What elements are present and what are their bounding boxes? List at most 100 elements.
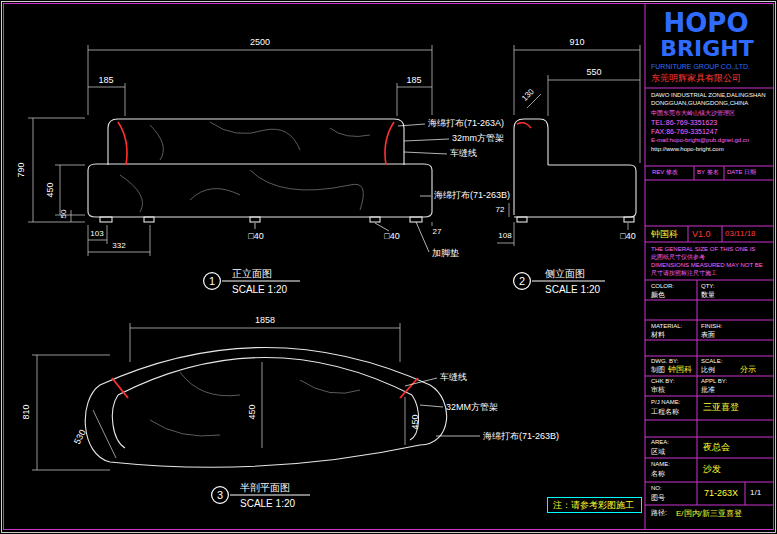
front-sofa	[88, 119, 432, 222]
drawing-frame	[645, 280, 774, 281]
table-cell: V1.0	[692, 229, 711, 239]
contact: TEL:86-769-3351623	[651, 119, 717, 127]
contact: http://www.hopo-bright.com	[651, 146, 724, 153]
dimension: 450	[410, 414, 420, 429]
company-logo: HOPO	[663, 9, 748, 39]
dimension: 2500	[250, 37, 270, 47]
dimension-lines	[400, 323, 401, 362]
side-sofa	[624, 217, 634, 222]
dimension-lines	[130, 328, 400, 329]
dimension: 450	[45, 182, 55, 197]
table-cell: E/国内/新三亚喜登	[676, 509, 742, 518]
table-cell: DWG. BY:	[651, 358, 678, 365]
view-number-circle: 2	[513, 272, 531, 290]
drawing-frame	[4, 4, 774, 530]
front-sofa	[100, 217, 112, 222]
table-cell: APPL BY:	[701, 378, 727, 385]
callout-text: 32MM方管架	[446, 402, 498, 412]
dimension: 332	[112, 241, 125, 250]
view-title: 侧立面图	[545, 268, 585, 280]
dimension: 530	[72, 428, 88, 446]
leader-lines	[416, 222, 429, 252]
dimension-lines	[262, 362, 263, 448]
table-cell: 比例	[701, 366, 715, 374]
address: DAWO INDUSTRIAL ZONE,DALINGSHAN	[651, 92, 766, 99]
dimension: 790	[16, 162, 26, 177]
table-cell: FINISH:	[701, 323, 722, 330]
front-sofa	[370, 217, 380, 222]
dimension: 810	[21, 404, 31, 419]
drawing-frame	[645, 242, 774, 243]
dimension-lines	[88, 87, 125, 88]
table-cell: 数量	[701, 291, 715, 299]
dimension: 108	[498, 231, 511, 240]
callout-text: 车缝线	[440, 372, 467, 382]
drawing-frame	[688, 226, 689, 242]
table-cell: 03/11/18	[725, 229, 756, 238]
plan-sofa	[112, 395, 125, 448]
table-cell: P/J NAME:	[651, 399, 680, 406]
table-cell: 71-263X	[704, 488, 738, 498]
dimension: 1858	[255, 315, 275, 325]
dimension-lines	[88, 240, 107, 241]
dimension-lines	[548, 75, 549, 116]
dimension-lines	[628, 223, 629, 230]
drawing-frame	[645, 458, 774, 459]
dimension-lines	[514, 222, 515, 246]
fabric-pattern	[120, 175, 143, 212]
circle-outline	[514, 273, 531, 290]
dimension-lines	[55, 165, 85, 166]
table-cell: 工程名称	[651, 408, 679, 416]
stitch-line	[517, 123, 531, 128]
fabric-pattern	[330, 128, 370, 136]
note: THE GENERAL SIZE OF THIS ONE IS	[651, 246, 755, 253]
dimension-lines	[28, 118, 85, 119]
dimension-lines	[130, 323, 131, 362]
plan-sofa	[85, 348, 446, 468]
leader-lines	[436, 436, 480, 437]
dimension: 185	[406, 75, 421, 85]
dimension-lines	[107, 225, 108, 244]
callout-text: 海绵打布(71-263A)	[428, 118, 504, 128]
dimension-lines	[125, 83, 126, 116]
view-title: 半剖平面图	[240, 482, 290, 494]
front-sofa	[410, 217, 422, 222]
dimension-lines	[432, 45, 433, 115]
contact: E-mail:hopo-bright@pub.dgnet.gd.cn	[651, 137, 749, 144]
table-cell: AREA:	[651, 439, 669, 446]
drawing-frame	[645, 396, 774, 397]
callout-number: 1	[203, 272, 221, 290]
dimension-lines	[88, 225, 89, 256]
drawing-frame	[645, 320, 774, 321]
plan-sofa	[85, 348, 446, 468]
circle-outline	[204, 273, 221, 290]
dimension-lines	[32, 355, 110, 356]
leader-lines	[420, 405, 443, 407]
stitch-line	[118, 122, 394, 165]
front-sofa	[108, 119, 404, 165]
address: 中国东莞市大岭山镇大沙管理区	[651, 110, 735, 117]
table-cell: 材料	[651, 331, 665, 339]
contact: FAX:86-769-3351247	[651, 128, 718, 136]
dimension: 103	[90, 229, 103, 238]
leader-lines	[398, 124, 425, 126]
table-cell: NAME:	[651, 461, 670, 468]
table-cell: 区域	[651, 448, 665, 456]
callout-text: 海绵打布(71-263B)	[434, 190, 510, 200]
company-logo: BRIGHT	[660, 36, 753, 61]
table-cell: 名称	[651, 470, 665, 478]
front-sofa	[144, 217, 154, 222]
table-cell: BY 签名	[697, 169, 719, 176]
table-cell: 夜总会	[703, 442, 730, 452]
table-cell: 钟国科	[668, 365, 692, 374]
leader-lines	[404, 139, 449, 141]
drawing-frame	[645, 300, 774, 301]
drawing-frame	[697, 280, 698, 505]
side-sofa	[514, 119, 548, 215]
dimension-lines	[33, 118, 34, 222]
note: DIMENSIONS MEASURED MAY NOT BE	[651, 262, 763, 269]
fabric-pattern	[250, 170, 363, 210]
stitch-line	[517, 123, 531, 128]
